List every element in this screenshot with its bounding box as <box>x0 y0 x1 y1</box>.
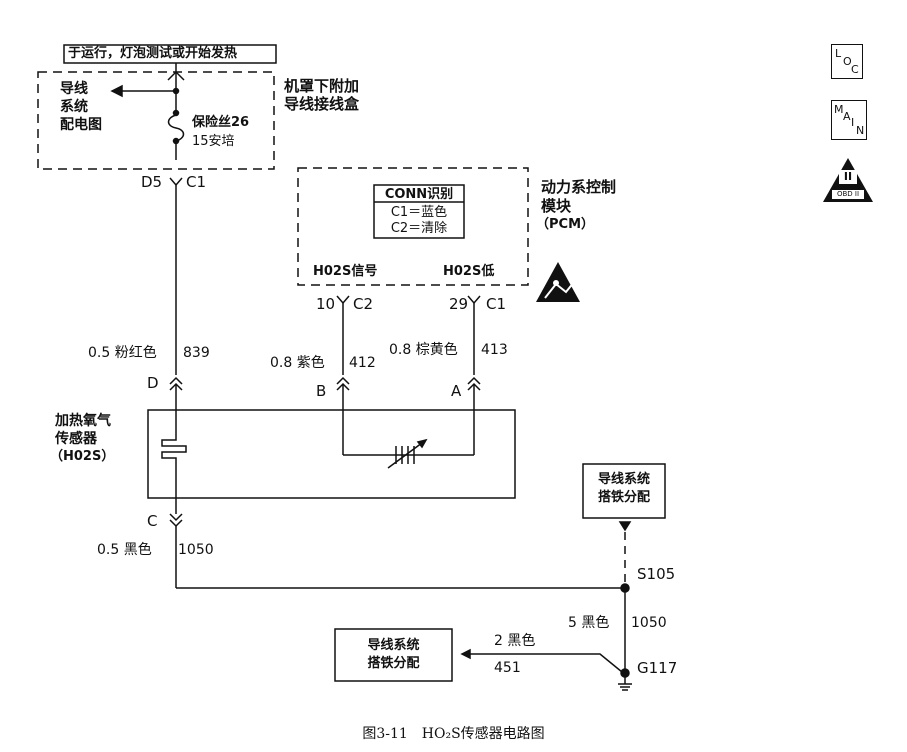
fuse-label: 保险丝26 <box>192 115 250 130</box>
main-icon: M A I N <box>831 100 867 140</box>
obd-icon-label: OBD II <box>836 190 860 198</box>
wire-1050a-circuit: 1050 <box>178 542 214 558</box>
fuse-block-name-line1: 机罩下附加 <box>284 77 360 95</box>
ground-label: G117 <box>637 659 678 677</box>
wiring-ref-line2: 系统 <box>60 99 88 115</box>
conn-id-header: CONN识别 <box>384 187 454 202</box>
wire-451-size-color: 2 黑色 <box>494 633 536 649</box>
wire-451-circuit: 451 <box>494 660 521 676</box>
esd-warning-icon <box>536 262 580 302</box>
fuse-symbol <box>167 114 185 142</box>
wire-412-size-color: 0.8 紫色 <box>270 355 325 371</box>
heater-element-symbol <box>161 432 187 468</box>
conn-id-box <box>373 184 465 239</box>
sensor-name-line3: （H02S） <box>50 449 115 464</box>
ground-ref-top-line2: 搭铁分配 <box>597 490 650 505</box>
loc-icon-letter-1: L <box>835 47 842 60</box>
conn-id-c1: C1＝蓝色 <box>390 205 448 220</box>
fuse-block-outline <box>37 71 275 170</box>
sensor-pin-b: B <box>316 382 327 400</box>
pcm-outline <box>297 167 529 286</box>
connector-pcm-c1-symbol <box>467 295 481 305</box>
ground-ref-top-box <box>582 463 666 519</box>
ground-ref-bottom-line2: 搭铁分配 <box>367 656 420 671</box>
main-icon-letter-4: N <box>856 124 865 137</box>
obd-icon <box>823 158 873 202</box>
connector-pcm-c2-symbol <box>336 295 350 305</box>
figure-caption: 图3-11 HO₂S传感器电路图 <box>362 726 545 742</box>
wire-413-circuit: 413 <box>481 342 508 358</box>
main-icon-letter-2: A <box>843 110 851 123</box>
obd-icon-mark: II <box>843 170 853 183</box>
wire-839-circuit: 839 <box>183 345 210 361</box>
loc-icon-letter-3: C <box>851 63 859 76</box>
wiring-ref-line1: 导线 <box>60 81 88 97</box>
sensor-name-line2: 传感器 <box>55 431 97 447</box>
pcm-name-line1: 动力系控制 <box>541 178 617 196</box>
conn-id-c2: C2＝清除 <box>390 221 448 236</box>
wire-1050b-size-color: 5 黑色 <box>568 615 610 631</box>
wire-1050b-circuit: 1050 <box>631 615 667 631</box>
pcm-name-line2: 模块 <box>541 197 572 215</box>
ground-junction-dot <box>620 668 630 678</box>
pcm-signal-conn-id: C2 <box>353 295 374 313</box>
fuse-block-name-line2: 导线接线盒 <box>284 95 360 113</box>
sensor-name-line1: 加热氧气 <box>55 413 111 429</box>
wiring-ref-line3: 配电图 <box>60 117 102 133</box>
fuse-rating: 15安培 <box>192 134 235 149</box>
power-header-box <box>63 44 277 64</box>
wire-413-size-color: 0.8 棕黄色 <box>389 342 458 358</box>
splice-label: S105 <box>637 565 676 583</box>
loc-icon: L O C <box>831 44 863 79</box>
ground-ref-bottom-box <box>334 628 453 682</box>
connector-d5-pin: D5 <box>141 173 163 191</box>
main-icon-letter-3: I <box>851 116 855 129</box>
sensor-box-outline <box>147 409 516 499</box>
connector-d5-symbol <box>169 177 183 187</box>
splice-s105-dot <box>620 583 630 593</box>
pcm-low-pin-number: 29 <box>449 295 469 313</box>
sensor-pin-a: A <box>451 382 462 400</box>
ground-ref-top-line1: 导线系统 <box>597 472 650 487</box>
pcm-signal-pin-label: H02S信号 <box>313 264 378 279</box>
wire-839-size-color: 0.5 粉红色 <box>88 345 157 361</box>
wire-1050a-size-color: 0.5 黑色 <box>97 542 152 558</box>
sensing-element-symbol <box>387 438 428 469</box>
loc-icon-letter-2: O <box>843 55 852 68</box>
ground-ref-bottom-line1: 导线系统 <box>367 638 420 653</box>
power-header-text: 于运行，灯泡测试或开始发热 <box>68 46 238 61</box>
pcm-low-pin-label: H02S低 <box>443 264 495 279</box>
sensor-pin-c: C <box>147 512 158 530</box>
pcm-low-conn-id: C1 <box>486 295 507 313</box>
main-icon-letter-1: M <box>834 103 844 116</box>
connector-d5-id: C1 <box>186 173 207 191</box>
pcm-name-line3: （PCM） <box>536 217 595 232</box>
pcm-signal-pin-number: 10 <box>316 295 336 313</box>
wire-412-circuit: 412 <box>349 355 376 371</box>
sensor-pin-d: D <box>147 374 159 392</box>
